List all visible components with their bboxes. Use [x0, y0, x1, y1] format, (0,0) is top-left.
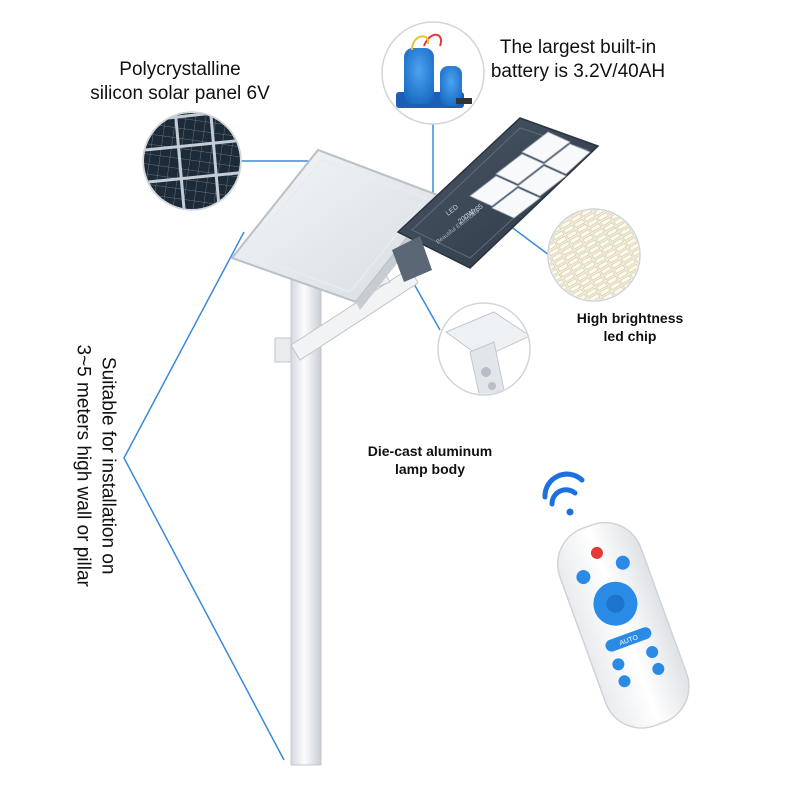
installation-label-line1: Suitable for installation on: [97, 356, 119, 575]
solar-cell-inset: [142, 111, 242, 211]
wifi-signal-icon: [542, 471, 585, 516]
led-chip-label-line1: High brightness: [576, 310, 684, 326]
remote-power-button: [590, 546, 603, 559]
remote-off-button: [576, 570, 591, 585]
solar-panel-label-line1: Polycrystalline: [119, 59, 241, 80]
battery-label-line2: battery is 3.2V/40AH: [490, 60, 666, 82]
battery-label: The largest built-in battery is 3.2V/40A…: [478, 36, 678, 84]
led-module-grid: [469, 131, 591, 219]
installation-label-line2: 3~5 meters high wall or pillar: [73, 344, 94, 587]
lamp-head: LED 200W IP65 Beautiful Electricals: [392, 117, 600, 282]
solar-panel-label-line2: silicon solar panel 6V: [90, 82, 270, 104]
mount-inset: [437, 302, 531, 396]
installation-label: Suitable for installation on 3~5 meters …: [70, 256, 119, 676]
battery-label-line1: The largest built-in: [499, 37, 657, 58]
remote-on-button: [615, 555, 630, 570]
lamp-body-label: Die-cast aluminum lamp body: [340, 443, 520, 478]
callout-line-install: [123, 231, 285, 761]
lamp-body-label-line2: lamp body: [394, 460, 465, 477]
remote-control: AUTO: [556, 521, 690, 729]
led-chip-inset: [547, 208, 641, 302]
lamp-body-label-line1: Die-cast aluminum: [367, 443, 493, 459]
remote-auto-button: [605, 627, 652, 652]
led-chip-label: High brightness led chip: [560, 310, 700, 345]
battery-inset: [381, 21, 485, 125]
solar-panel-label: Polycrystalline silicon solar panel 6V: [60, 58, 300, 106]
led-chip-label-line2: led chip: [603, 327, 657, 344]
